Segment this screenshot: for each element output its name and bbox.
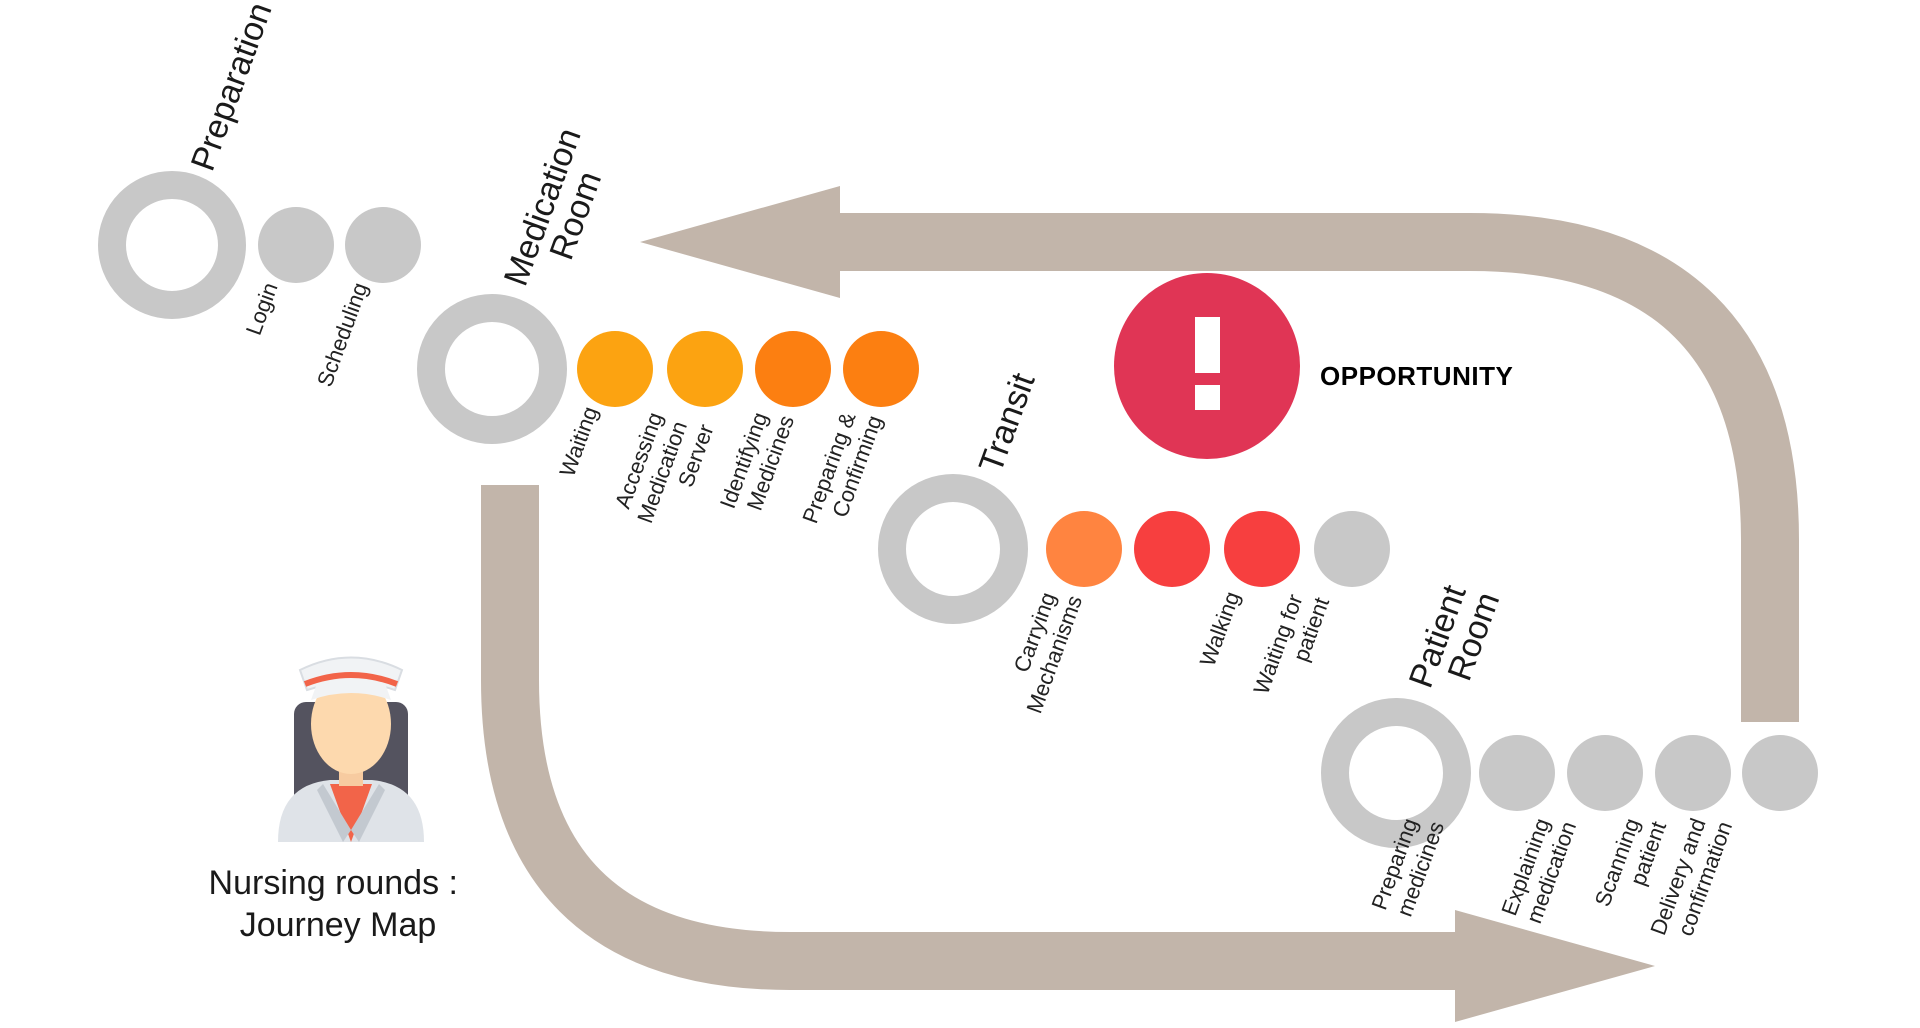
step-dot <box>1479 735 1555 811</box>
stage-title: Transit <box>972 368 1043 478</box>
forward-flow-arrow <box>481 485 1455 990</box>
stage-title: Preparation <box>184 0 280 176</box>
step-dot <box>1224 511 1300 587</box>
nurse-avatar <box>278 656 424 842</box>
stage-ring <box>98 171 246 319</box>
opportunity-marker: OPPORTUNITY <box>1114 273 1513 459</box>
stage-title: Medication Room <box>497 114 624 302</box>
step-dot <box>1655 735 1731 811</box>
flow-arrows <box>481 186 1799 1022</box>
step-label: Waiting for patient <box>1248 585 1334 706</box>
step-dot <box>1567 735 1643 811</box>
step-dot <box>1314 511 1390 587</box>
step-label: Waiting <box>554 403 602 480</box>
step-label: Walking <box>1195 588 1245 669</box>
step-accessing-medication-server: Accessing Medication Server <box>608 331 743 535</box>
stage-title: Patient Room <box>1402 571 1509 704</box>
step-label: Identifying Medicines <box>715 403 799 520</box>
step-dot <box>577 331 653 407</box>
stage-ring <box>1321 698 1471 848</box>
return-flow-arrow <box>840 213 1799 722</box>
step-identifying-medicines: Identifying Medicines <box>715 331 831 520</box>
step-label: Scheduling <box>312 279 373 390</box>
stage-ring <box>417 294 567 444</box>
step-label: Accessing Medication Server <box>608 403 719 535</box>
return-flow-arrowhead <box>640 186 840 298</box>
step-label: Login <box>241 279 283 338</box>
step-label: Explaining medication <box>1496 809 1581 928</box>
step-unlabeled <box>1134 511 1210 587</box>
step-dot <box>1134 511 1210 587</box>
step-dot <box>1742 735 1818 811</box>
step-dot <box>1046 511 1122 587</box>
opportunity-label: OPPORTUNITY <box>1320 361 1513 391</box>
step-dot <box>345 207 421 283</box>
step-dot <box>258 207 334 283</box>
step-dot <box>755 331 831 407</box>
stage-medication-room: Medication Room Waiting Accessing Medica… <box>417 114 919 535</box>
step-dot <box>843 331 919 407</box>
stage-preparation: Preparation Login Scheduling <box>98 0 421 390</box>
diagram-caption: Nursing rounds : Journey Map <box>209 864 468 944</box>
step-label: Preparing & Confirming <box>797 403 887 535</box>
step-login: Login <box>241 207 334 338</box>
stage-ring <box>878 474 1028 624</box>
step-label: Carrying Mechanisms <box>997 583 1087 716</box>
step-dot <box>667 331 743 407</box>
forward-flow-arrowhead <box>1455 910 1655 1022</box>
exclamation-icon <box>1195 317 1220 410</box>
